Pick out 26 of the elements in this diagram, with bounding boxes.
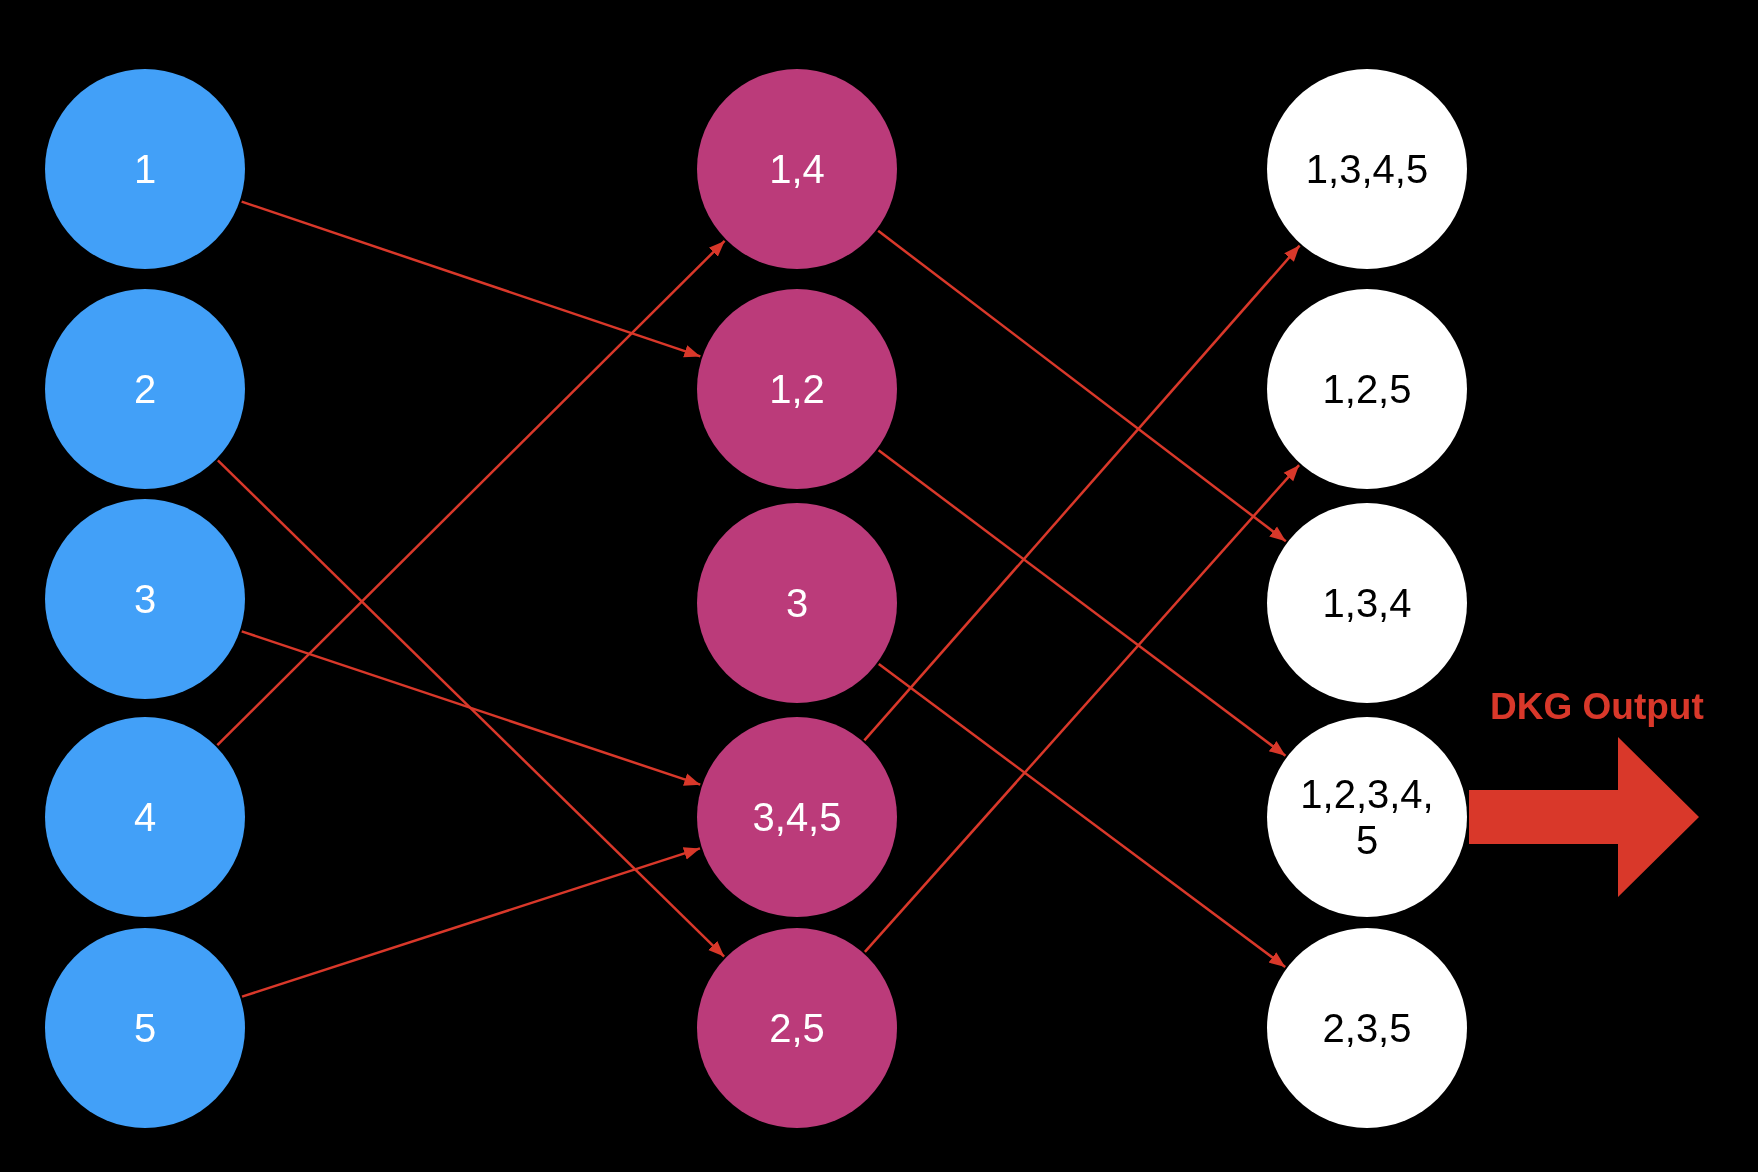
arrow	[877, 449, 1287, 757]
node-label: 1,2,3,4, 5	[1299, 771, 1435, 863]
node-label: 4	[133, 794, 157, 840]
block-arrow	[1469, 737, 1699, 897]
arrow	[241, 847, 701, 998]
node-label: 1,4	[769, 146, 825, 192]
node-label: 1,3,4	[1322, 580, 1412, 626]
node-label: 1,2	[769, 366, 825, 412]
node-label: 2,3,5	[1322, 1005, 1412, 1051]
arrow	[241, 630, 701, 786]
arrow	[877, 229, 1287, 543]
arrow	[863, 464, 1301, 953]
node-label: 3,4,5	[752, 794, 842, 840]
node-label: 2	[133, 366, 157, 412]
node-label: 1,3,4,5	[1305, 146, 1429, 192]
node-label: 1	[133, 146, 157, 192]
arrow	[878, 662, 1286, 969]
node-label: 3	[785, 580, 809, 626]
node-label: 1,2,5	[1322, 366, 1412, 412]
node-label: 3	[133, 576, 157, 622]
node-label: 2,5	[769, 1005, 825, 1051]
arrow	[863, 244, 1301, 742]
arrow	[216, 240, 726, 746]
arrow	[241, 200, 701, 358]
node-label: 5	[133, 1005, 157, 1051]
arrow	[216, 459, 726, 958]
